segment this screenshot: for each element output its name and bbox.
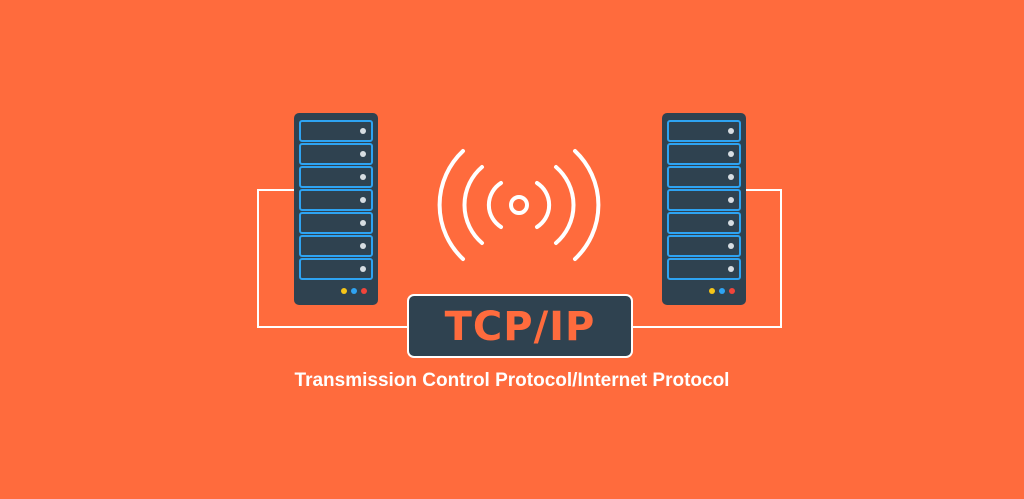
led-red: [361, 288, 367, 294]
led-yellow: [709, 288, 715, 294]
led-blue: [351, 288, 357, 294]
left-connection-line: [257, 189, 407, 328]
led-blue: [719, 288, 725, 294]
slot-indicator: [728, 174, 734, 180]
slot-indicator: [360, 266, 366, 272]
server-slot: [299, 166, 373, 188]
server-slot: [299, 235, 373, 257]
tcp-ip-label: TCP/IP: [444, 304, 596, 350]
slot-indicator: [728, 151, 734, 157]
slot-indicator: [728, 197, 734, 203]
server-slot: [667, 235, 741, 257]
left-server-icon: [294, 113, 378, 305]
slot-indicator: [360, 151, 366, 157]
slot-indicator: [728, 128, 734, 134]
server-slot: [299, 143, 373, 165]
right-connection-line: [633, 189, 782, 328]
server-slot: [299, 258, 373, 280]
right-server-icon: [662, 113, 746, 305]
slot-indicator: [728, 266, 734, 272]
slot-indicator: [360, 174, 366, 180]
server-slot: [667, 120, 741, 142]
slot-indicator: [360, 243, 366, 249]
server-slot: [299, 189, 373, 211]
slot-indicator: [728, 243, 734, 249]
slot-indicator: [360, 128, 366, 134]
wireless-signal-icon: [437, 149, 601, 261]
server-slot: [667, 258, 741, 280]
caption: Transmission Control Protocol/Internet P…: [294, 370, 730, 391]
server-slot: [667, 143, 741, 165]
server-slot: [299, 120, 373, 142]
server-slot: [667, 212, 741, 234]
server-slot: [667, 166, 741, 188]
led-red: [729, 288, 735, 294]
server-slot: [667, 189, 741, 211]
tcp-ip-badge: TCP/IP: [407, 294, 633, 358]
slot-indicator: [728, 220, 734, 226]
led-yellow: [341, 288, 347, 294]
slot-indicator: [360, 197, 366, 203]
slot-indicator: [360, 220, 366, 226]
server-slot: [299, 212, 373, 234]
